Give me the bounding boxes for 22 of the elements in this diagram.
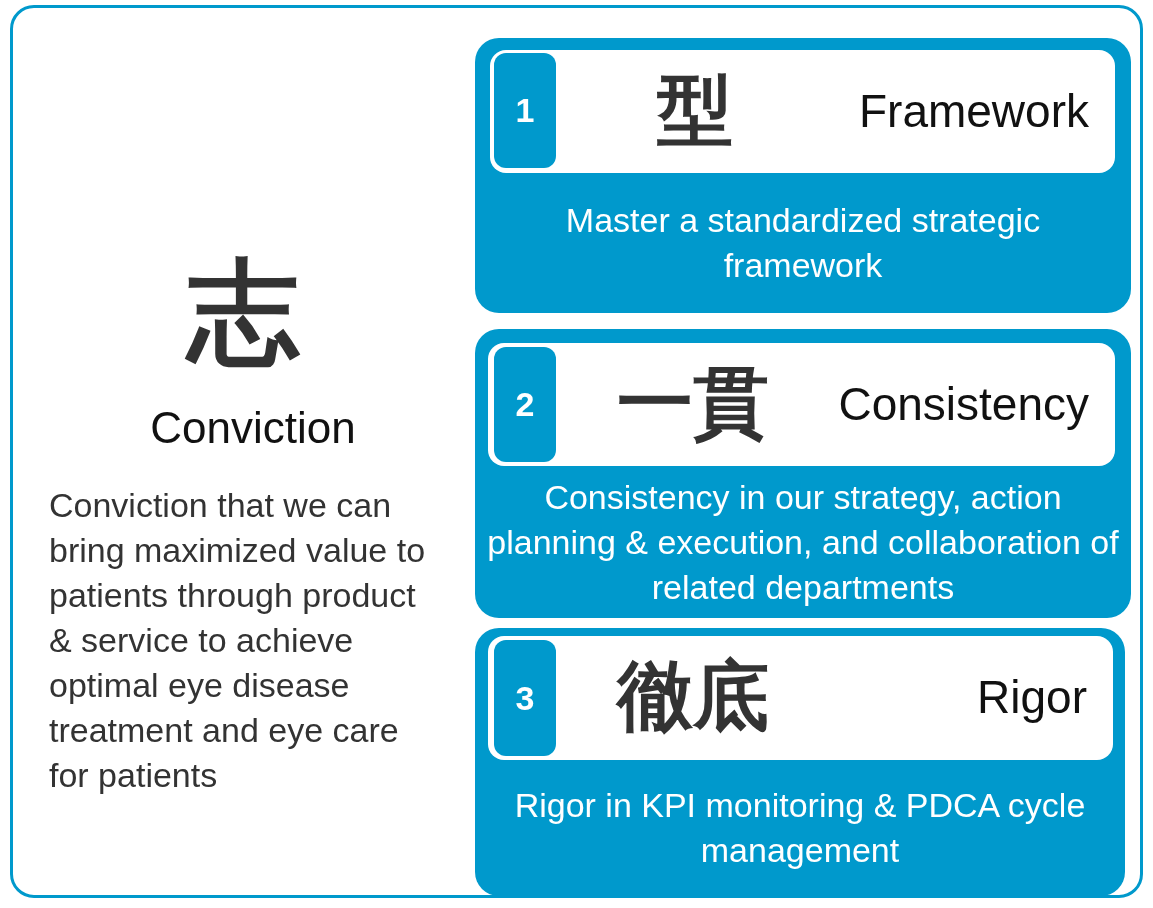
header-box	[488, 343, 1115, 466]
description: Master a standardized strategic framework	[564, 200, 1042, 286]
number-badge: 1	[494, 53, 556, 168]
heading: Consistency	[838, 377, 1089, 431]
number-badge: 3	[494, 640, 556, 756]
description: Consistency in our strategy, action planning & execution, and collaboration of related departments	[486, 476, 1120, 608]
rounded-panel	[475, 628, 1125, 896]
kanji-heading: 志	[184, 253, 301, 373]
kanji-heading: 型	[656, 66, 734, 154]
header-box	[488, 636, 1113, 760]
rounded-panel	[475, 38, 1131, 313]
rounded-frame	[10, 5, 1143, 898]
kanji-heading: 一貫	[616, 359, 770, 447]
header-box	[490, 50, 1115, 173]
heading: Conviction	[149, 402, 357, 454]
rounded-panel	[475, 329, 1131, 618]
heading: Framework	[858, 84, 1089, 138]
number-badge: 2	[494, 347, 556, 462]
heading: Rigor	[977, 670, 1087, 724]
description: Rigor in KPI monitoring & PDCA cycle management	[513, 785, 1087, 871]
kanji-heading: 徹底	[614, 652, 770, 740]
description: Conviction that we can bring maximized value to patients through product & service to achieve optimal eye disease treatment and eye care for patients	[49, 485, 427, 796]
